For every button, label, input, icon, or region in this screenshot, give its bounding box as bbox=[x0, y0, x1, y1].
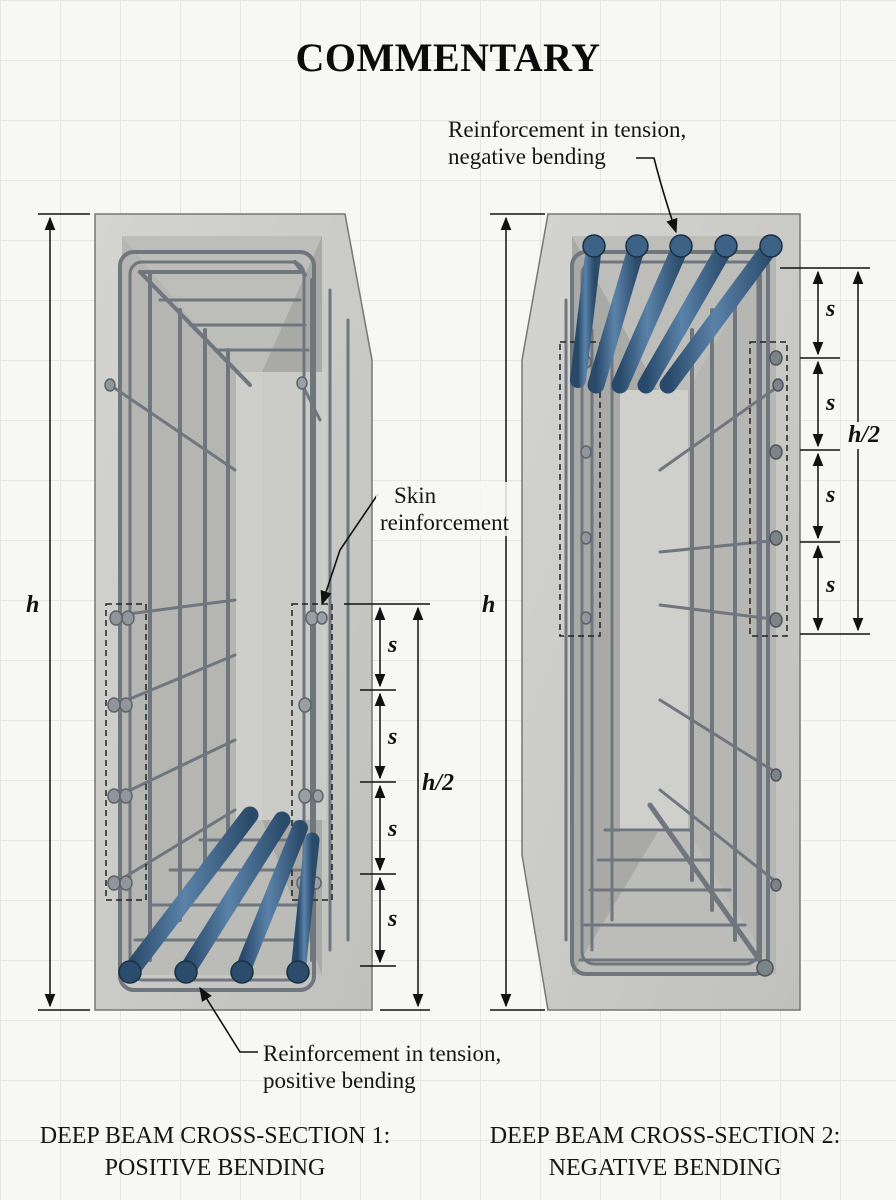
beam-1-skin-bars-left bbox=[104, 378, 135, 891]
callout-tension-negative: Reinforcement in tension, negative bendi… bbox=[448, 116, 686, 170]
beam-2-h-label: h bbox=[482, 592, 496, 618]
callout-tension-negative-line-2: negative bending bbox=[448, 144, 606, 169]
caption-section-1-line-2: POSITIVE BENDING bbox=[104, 1155, 326, 1181]
callout-skin-reinforcement: Skin reinforcement bbox=[376, 482, 513, 536]
beam-2-bottom-inner-face bbox=[572, 832, 776, 975]
leader-tension-positive bbox=[199, 986, 258, 1053]
beam-2-s-label-1: s bbox=[826, 296, 836, 322]
page-title: COMMENTARY bbox=[295, 35, 601, 80]
beam-1-s-label-2: s bbox=[388, 724, 398, 750]
callout-tension-positive-line-2: positive bending bbox=[263, 1068, 416, 1093]
beam-2-s-label-3: s bbox=[826, 482, 836, 508]
beam-1 bbox=[94, 213, 373, 1011]
caption-section-2: DEEP BEAM CROSS-SECTION 2: NEGATIVE BEND… bbox=[450, 1120, 880, 1184]
beam-1-h2-label: h/2 bbox=[422, 770, 455, 797]
beam-1-s-label-1: s bbox=[388, 632, 398, 658]
beam-2-back-face bbox=[620, 390, 688, 832]
caption-section-2-line-1: DEEP BEAM CROSS-SECTION 2: bbox=[489, 1123, 841, 1149]
beam-1-h-label: h bbox=[26, 592, 40, 618]
leader-lines bbox=[199, 157, 678, 1053]
beam-1-s-label-4: s bbox=[388, 906, 398, 932]
beam-1-skin-zone-left bbox=[105, 603, 147, 901]
callout-tension-positive-line-1: Reinforcement in tension, bbox=[263, 1041, 502, 1066]
beam-1-tension-bars bbox=[118, 806, 320, 984]
leader-tension-negative bbox=[636, 157, 678, 234]
beam-2-skin-bars-right bbox=[756, 350, 784, 977]
beam-2-s-label-2: s bbox=[826, 390, 836, 416]
beam-1-bottom-inner-face bbox=[122, 820, 322, 975]
beam-2-tension-bars bbox=[570, 234, 783, 394]
caption-section-1: DEEP BEAM CROSS-SECTION 1: POSITIVE BEND… bbox=[0, 1120, 430, 1184]
callout-tension-positive: Reinforcement in tension, positive bendi… bbox=[263, 1040, 501, 1094]
leader-skin bbox=[320, 493, 379, 606]
callout-skin-line-2: reinforcement bbox=[380, 510, 509, 535]
callout-skin-line-1: Skin bbox=[394, 483, 437, 508]
beam-2-s-label-4: s bbox=[826, 572, 836, 598]
beam-2-skin-zone-right bbox=[749, 341, 788, 637]
beam-2-h2-label: h/2 bbox=[848, 422, 881, 449]
beam-2 bbox=[521, 213, 801, 1011]
dimension-lines bbox=[38, 213, 870, 1011]
beam-1-s-label-3: s bbox=[388, 816, 398, 842]
callout-tension-negative-line-1: Reinforcement in tension, bbox=[448, 117, 687, 142]
caption-section-1-line-1: DEEP BEAM CROSS-SECTION 1: bbox=[39, 1123, 391, 1149]
caption-section-2-line-2: NEGATIVE BENDING bbox=[548, 1155, 782, 1181]
